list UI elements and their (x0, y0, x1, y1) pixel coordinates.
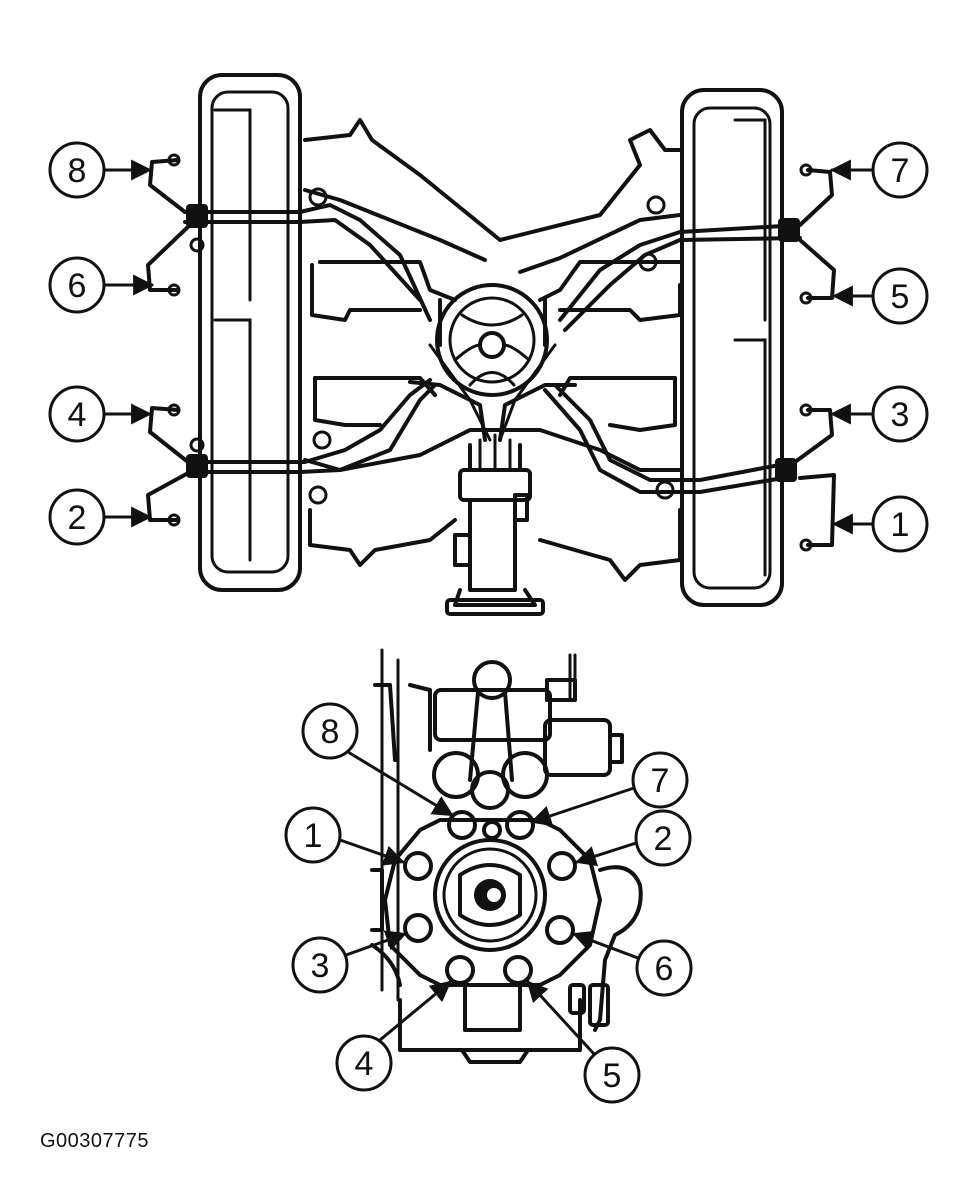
figure-id-label: G00307775 (40, 1130, 150, 1152)
pump-callout-1: 1 (284, 806, 405, 866)
svg-text:8: 8 (68, 152, 87, 190)
engine-callout-1: 1 (831, 495, 929, 553)
injection-pump-body (445, 433, 545, 616)
intake-manifold (303, 118, 682, 582)
engine-top-view (146, 73, 836, 616)
svg-text:1: 1 (304, 817, 323, 855)
left-valve-cover (198, 73, 302, 592)
pump-callout-3: 3 (291, 930, 407, 994)
svg-text:7: 7 (651, 762, 670, 800)
svg-text:6: 6 (655, 950, 674, 988)
engine-callout-8: 8 (48, 141, 153, 199)
engine-callouts: 8 6 4 2 7 5 3 (48, 141, 929, 553)
svg-text:8: 8 (321, 713, 340, 751)
svg-text:5: 5 (603, 1057, 622, 1095)
pump-callout-5: 5 (526, 980, 641, 1104)
pump-drive-gear (435, 283, 549, 397)
pump-callout-7: 7 (530, 751, 689, 826)
engine-callout-6: 6 (48, 256, 155, 314)
svg-text:7: 7 (891, 152, 910, 190)
left-bank-fuel-lines (146, 153, 437, 527)
pump-callouts: 8 7 1 2 3 6 4 (284, 702, 693, 1104)
pump-callout-2: 2 (575, 809, 692, 867)
engine-callout-7: 7 (829, 141, 929, 199)
svg-text:6: 6 (68, 267, 87, 305)
svg-text:5: 5 (891, 278, 910, 316)
right-valve-cover (680, 88, 784, 607)
pump-callout-4: 4 (335, 980, 452, 1092)
engine-callout-4: 4 (48, 385, 153, 443)
pump-callout-6: 6 (572, 930, 693, 997)
pump-head-view (370, 648, 643, 1064)
center-fuel-lines (408, 343, 577, 442)
svg-text:4: 4 (355, 1045, 374, 1083)
right-bank-fuel-lines (543, 163, 836, 552)
svg-text:3: 3 (891, 396, 910, 434)
svg-text:2: 2 (68, 499, 87, 537)
engine-callout-2: 2 (48, 488, 153, 546)
svg-text:2: 2 (654, 820, 673, 858)
svg-text:3: 3 (311, 947, 330, 985)
engine-callout-5: 5 (831, 267, 929, 325)
pump-callout-8: 8 (301, 702, 454, 817)
svg-text:1: 1 (891, 506, 910, 544)
svg-text:4: 4 (68, 396, 87, 434)
engine-callout-3: 3 (829, 385, 929, 443)
